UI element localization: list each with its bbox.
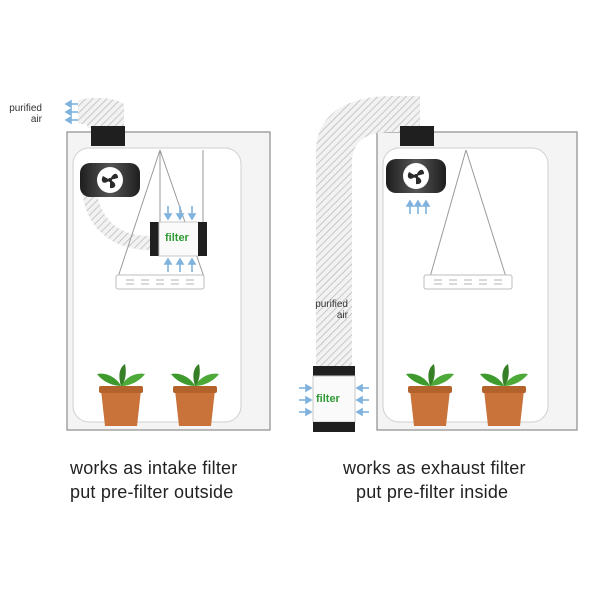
airflow-arrow-icon <box>163 206 197 272</box>
right-caption-line1: works as exhaust filter <box>343 458 526 478</box>
airflow-arrow-icon <box>299 383 369 417</box>
left-filter-label: filter <box>165 232 189 244</box>
right-caption-line2: put pre-filter inside <box>356 482 509 502</box>
left-caption-line2: put pre-filter outside <box>70 482 234 502</box>
left-filter <box>150 221 207 257</box>
right-rigging <box>429 149 507 278</box>
right-duct <box>316 96 420 370</box>
airflow-arrow-icon <box>405 199 431 214</box>
right-purified-air-label: purified air <box>315 299 348 321</box>
fan-icon <box>80 163 140 197</box>
left-purified-air-label: purified air <box>9 103 42 125</box>
airflow-arrow-icon <box>64 99 78 125</box>
right-filter-label: filter <box>316 393 340 405</box>
grow-light-icon <box>423 274 513 290</box>
right-fan-mount <box>400 126 434 146</box>
fan-icon <box>386 159 446 193</box>
left-fan-mount <box>91 126 125 146</box>
right-filter <box>312 366 356 432</box>
grow-light-icon <box>115 274 205 290</box>
left-caption-line1: works as intake filter <box>70 458 238 478</box>
